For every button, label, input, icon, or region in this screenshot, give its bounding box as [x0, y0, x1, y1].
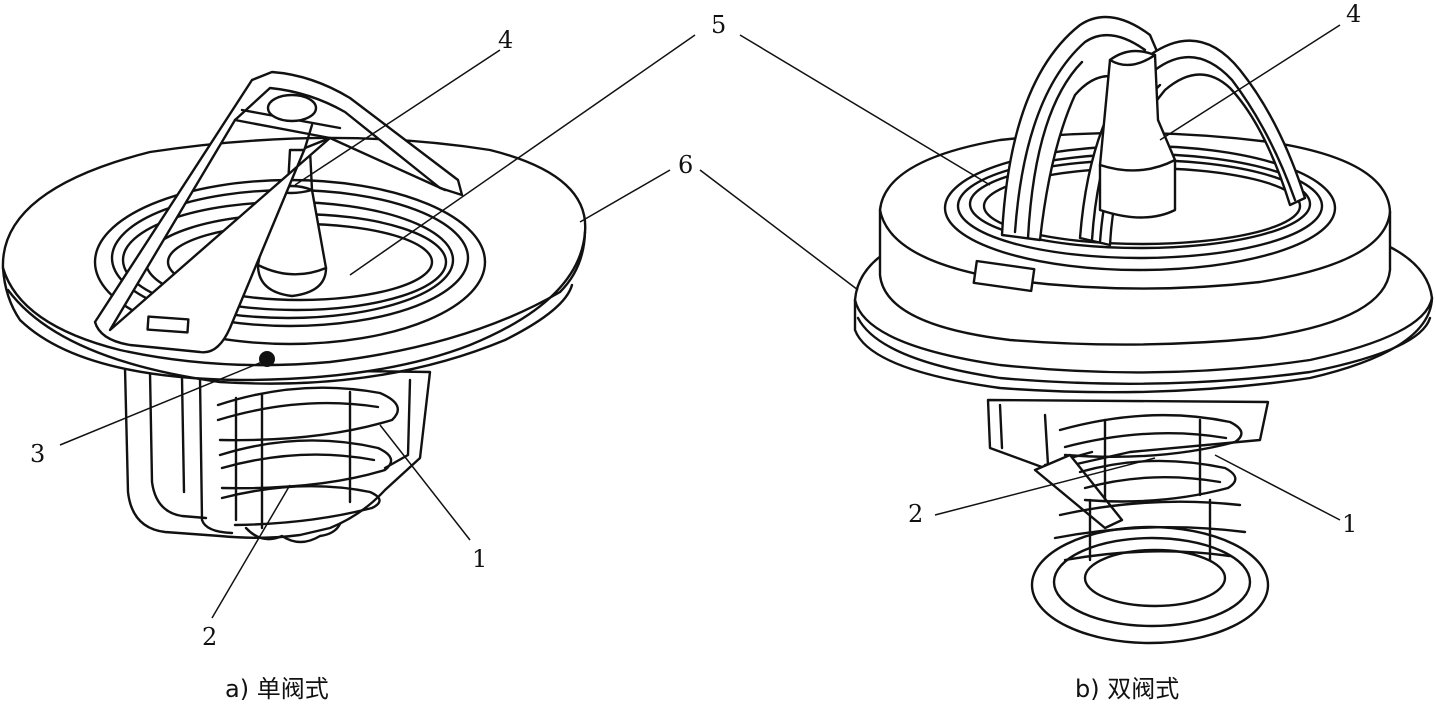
leaders-a: [59, 34, 696, 619]
callout-1-a: 1: [472, 545, 487, 573]
leaders-b: [699, 24, 1341, 521]
spring-a: [216, 386, 399, 544]
callout-2-b: 2: [908, 500, 923, 528]
callout-2-a: 2: [202, 623, 217, 651]
caption-b: b) 双阀式: [1075, 675, 1179, 703]
single-valve-thermostat: 4 5 6 3 1 2 a) 单阀式: [1, 11, 726, 703]
double-valve-thermostat: 4 1 2 b) 双阀式: [699, 0, 1434, 703]
callout-4-b: 4: [1346, 0, 1361, 28]
callout-6-a: 6: [678, 151, 693, 179]
bridge-strap-a: [93, 70, 464, 354]
callout-4-a: 4: [498, 26, 513, 54]
callout-1-b: 1: [1342, 510, 1357, 538]
lower-frame-a: [123, 366, 432, 539]
callout-5-a: 5: [711, 11, 726, 39]
callout-3-a: 3: [30, 440, 45, 468]
bleed-hole-dot: [259, 351, 275, 367]
caption-a: a) 单阀式: [225, 675, 329, 703]
push-rod-b: [1098, 49, 1177, 219]
